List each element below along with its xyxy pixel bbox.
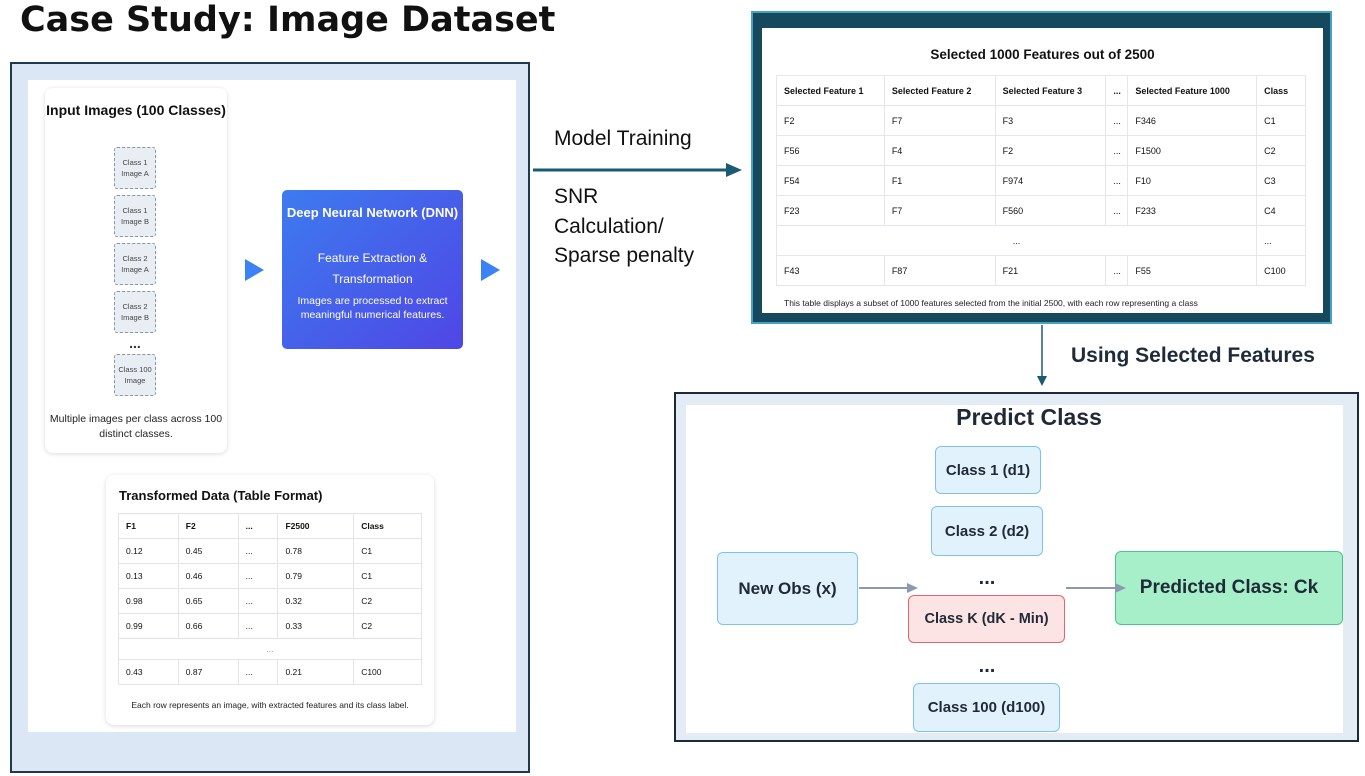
- arrow-head-icon: [1115, 583, 1126, 593]
- input-images-caption: Multiple images per class across 100 dis…: [49, 413, 223, 440]
- new-observation-node: New Obs (x): [717, 552, 858, 625]
- table-cell: 0.87: [177, 659, 239, 685]
- page-title: Case Study: Image Dataset: [20, 0, 556, 40]
- table-cell: 0.43: [118, 659, 179, 685]
- table-row: 0.43 0.87 ... 0.21 C100: [118, 659, 422, 685]
- dnn-description: Images are processed to extract meaningf…: [297, 295, 448, 321]
- class-1-node: Class 1 (d1): [935, 446, 1041, 494]
- tile-label: Image A: [121, 169, 149, 178]
- dnn-box: Deep Neural Network (DNN) Feature Extrac…: [282, 190, 463, 349]
- arrow-head-icon: [726, 163, 742, 177]
- table-row: F43 F87 F21 ... F55 C100: [776, 255, 1306, 286]
- table-cell: 0.79: [277, 563, 355, 589]
- column-header: Selected Feature 3: [994, 75, 1107, 106]
- column-header: Class: [353, 513, 422, 539]
- tiles-ellipsis: ...: [129, 335, 141, 351]
- column-header: Class: [1256, 75, 1306, 106]
- table-row: 0.99 0.66 ... 0.33 C2: [118, 613, 422, 639]
- table-cell: F55: [1127, 255, 1258, 286]
- selected-features-title: Selected 1000 Features out of 2500: [930, 47, 1155, 62]
- arrow-right-icon: [481, 259, 500, 281]
- class-100-node: Class 100 (d100): [913, 683, 1060, 732]
- tile-label: Image A: [121, 265, 149, 274]
- table-cell: C2: [353, 613, 422, 639]
- tile-label: Class 2: [122, 302, 148, 311]
- image-tile-class1-b: Class 1 Image B: [114, 195, 156, 237]
- table-cell: 0.99: [118, 613, 179, 639]
- transformed-data-caption: Each row represents an image, with extra…: [131, 700, 409, 710]
- selected-features-table: Selected Feature 1 Selected Feature 2 Se…: [775, 75, 1306, 286]
- table-cell: C1: [353, 538, 422, 564]
- table-cell: C3: [1256, 165, 1306, 196]
- classes-ellipsis: ...: [978, 655, 996, 677]
- class-2-node: Class 2 (d2): [931, 506, 1043, 556]
- table-cell: 0.78: [277, 538, 355, 564]
- table-cell: C100: [353, 659, 422, 685]
- tile-label: Class 1: [122, 206, 148, 215]
- tile-label: Class 1: [122, 158, 148, 167]
- table-cell: F87: [883, 255, 996, 286]
- table-cell: F21: [994, 255, 1107, 286]
- model-training-label: Model Training: [554, 127, 692, 150]
- tile-label: Image: [124, 376, 146, 385]
- table-cell: F7: [883, 195, 996, 226]
- arrow-head-icon: [1037, 376, 1047, 386]
- table-cell: C100: [1256, 255, 1306, 286]
- table-cell: F2: [776, 105, 885, 136]
- table-gap-row: ... ...: [775, 225, 1306, 256]
- table-row: 0.13 0.46 ... 0.79 C1: [118, 563, 422, 589]
- class-k-node: Class K (dK - Min): [908, 595, 1065, 643]
- table-cell: 0.66: [177, 613, 239, 639]
- table-cell: F10: [1127, 165, 1258, 196]
- table-cell: F56: [776, 135, 885, 166]
- image-tile-class2-a: Class 2 Image A: [114, 243, 156, 285]
- image-tile-class2-b: Class 2 Image B: [114, 291, 156, 333]
- table-cell: F3: [994, 105, 1107, 136]
- table-header-row: F1 F2 ... F2500 Class: [118, 513, 422, 539]
- table-cell: ...: [237, 613, 279, 639]
- table-cell: ...: [237, 659, 279, 685]
- dnn-subtitle: Feature Extraction & Transformation: [317, 251, 428, 286]
- using-selected-features-label: Using Selected Features: [1071, 344, 1315, 367]
- tile-label: Image B: [121, 313, 149, 322]
- tile-label: Image B: [121, 217, 149, 226]
- snr-label-line3: Sparse penalty: [554, 244, 695, 267]
- tile-label: Class 100: [118, 365, 152, 374]
- column-header: Selected Feature 1: [776, 75, 885, 106]
- transformed-data-table: F1 F2 ... F2500 Class 0.12 0.45 ... 0.78…: [118, 513, 422, 685]
- column-header: F2: [177, 513, 239, 539]
- table-cell: C4: [1256, 195, 1306, 226]
- table-cell: F4: [883, 135, 996, 166]
- predict-class-title: Predict Class: [956, 404, 1102, 430]
- table-cell: 0.12: [118, 538, 179, 564]
- predicted-class-node: Predicted Class: Ck: [1115, 551, 1343, 625]
- column-header: Selected Feature 2: [883, 75, 996, 106]
- table-header-row: Selected Feature 1 Selected Feature 2 Se…: [776, 75, 1306, 106]
- image-tile-class1-a: Class 1 Image A: [114, 147, 156, 189]
- classes-ellipsis: ...: [978, 567, 996, 589]
- table-cell: F2: [994, 135, 1107, 166]
- table-cell: F54: [776, 165, 885, 196]
- dnn-title: Deep Neural Network (DNN): [286, 205, 459, 220]
- tile-label: Class 2: [122, 254, 148, 263]
- table-cell: F43: [776, 255, 885, 286]
- table-cell: 0.13: [118, 563, 179, 589]
- arrow-head-icon: [907, 583, 918, 593]
- transformed-data-title: Transformed Data (Table Format): [119, 488, 323, 503]
- arrow-right-icon: [245, 259, 264, 281]
- selected-features-caption: This table displays a subset of 1000 fea…: [784, 298, 1198, 308]
- snr-label-line2: Calculation/: [554, 215, 664, 238]
- snr-label-line1: SNR: [554, 185, 599, 208]
- input-images-title: Input Images (100 Classes): [46, 102, 226, 118]
- table-row: 0.12 0.45 ... 0.78 C1: [118, 538, 422, 564]
- table-gap-cell: ...: [775, 225, 1258, 256]
